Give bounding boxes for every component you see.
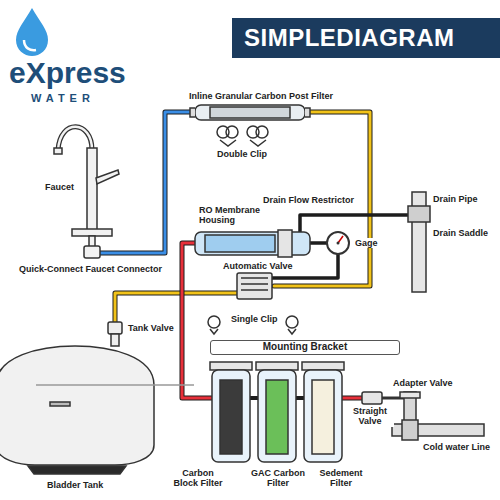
part-label: RO Membrane Housing: [198, 205, 262, 226]
post-filter: [190, 105, 310, 120]
logo-subtext: WATER: [30, 92, 96, 105]
part-label: Drain Pipe: [432, 194, 479, 204]
ro-membrane-housing: [195, 230, 310, 257]
part-label: Drain Saddle: [432, 228, 489, 238]
drain-tube: [300, 215, 412, 232]
automatic-valve: [237, 273, 272, 299]
logo-text: eXpress: [8, 56, 127, 91]
part-label: Adapter Valve: [392, 378, 454, 388]
title: SIMPLEDIAGRAM: [244, 24, 455, 52]
part-label: Quick-Connect Faucet Connector: [18, 264, 163, 274]
part-label: Double Clip: [216, 149, 268, 159]
part-label: Faucet: [44, 182, 75, 192]
blue-tube: [100, 112, 195, 253]
part-label: Automatic Valve: [222, 261, 294, 271]
drain-saddle: [408, 206, 430, 222]
tube: [100, 112, 195, 253]
part-label: Inline Granular Carbon Post Filter: [188, 91, 334, 101]
red-tube: [342, 397, 362, 400]
part-label: GAC Carbon Filter: [246, 468, 310, 489]
faucet: [54, 127, 119, 258]
filter-canister: [210, 362, 344, 462]
mounting-bracket: Mounting Bracket: [210, 340, 400, 355]
part-label: Gage: [354, 238, 379, 248]
double-clip: [217, 126, 268, 146]
part-label: Tank Valve: [127, 323, 175, 333]
part-label: Cold water Line: [422, 442, 491, 452]
part-label: Single Clip: [230, 314, 279, 324]
gage: [327, 232, 349, 254]
part-label: Sedement Filter: [314, 468, 368, 489]
logo-drop: [16, 8, 48, 56]
part-label: Carbon Block Filter: [168, 468, 228, 489]
part-label: Straight Valve: [346, 406, 394, 427]
faucet-connector: [84, 246, 100, 258]
part-label: Drain Flow Restrictor: [262, 195, 355, 205]
part-label: Bladder Tank: [46, 480, 104, 490]
tank-valve: [108, 322, 122, 346]
bladder-tank: [0, 346, 194, 474]
drain-pipe: [408, 192, 430, 292]
node-text: Mounting Bracket: [211, 341, 399, 352]
title-banner: [232, 18, 500, 58]
